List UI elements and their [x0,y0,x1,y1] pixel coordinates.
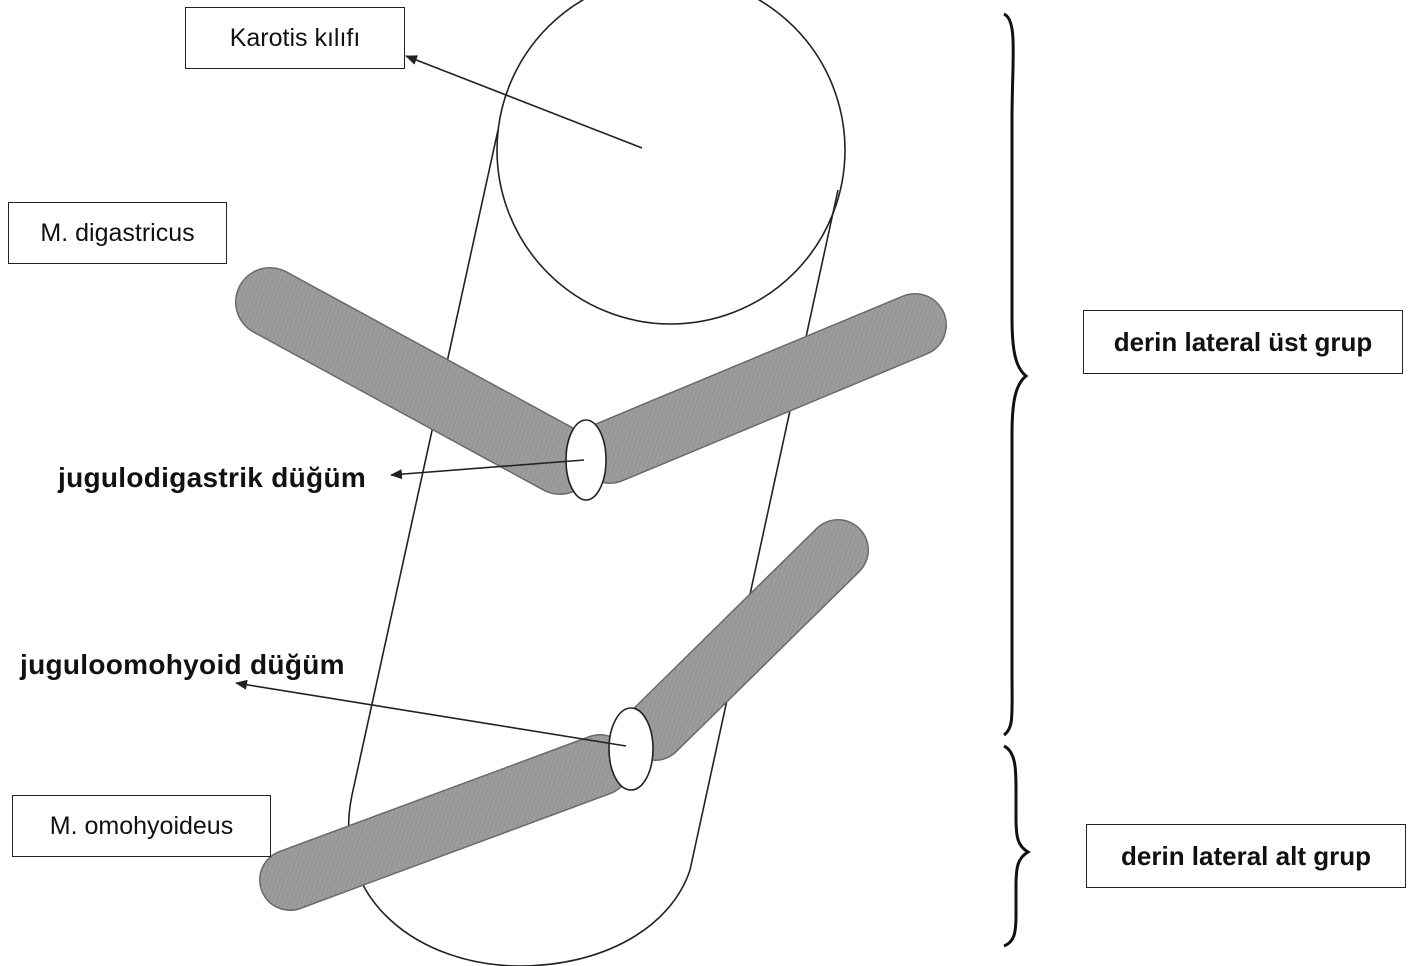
jugulodigastric-node [565,419,607,501]
juguloomohyoid-node [608,707,654,791]
sheath-left-edge [351,129,499,796]
lower-group-label: derin lateral alt grup [1121,840,1371,871]
juguloomohyoid-label: juguloomohyoid düğüm [20,649,345,680]
omohyoideus-superior-belly-fill [625,520,868,760]
upper-group-label-box: derin lateral üst grup [1083,310,1403,374]
karotis-label: Karotis kılıfı [229,23,361,52]
karotis-label-box: Karotis kılıfı [185,7,405,69]
lower-group-label-box: derin lateral alt grup [1086,824,1406,888]
digastricus-anterior-belly-fill [579,294,946,483]
omohyoideus-label-box: M. omohyoideus [12,795,271,857]
karotis-arrow [405,55,643,149]
digastricus-posterior-belly-fill [236,268,594,494]
omohyoideus-muscle [259,519,869,911]
juguloomohyoid-arrow [235,679,627,747]
upper-group-label: derin lateral üst grup [1113,326,1373,357]
digastricus-muscle [235,267,947,495]
lower-group-brace [1003,744,1031,948]
jugulodigastrik-label: jugulodigastrik düğüm [58,462,367,493]
omohyoideus-label: M. omohyoideus [49,811,234,840]
jugulodigastrik-arrow [390,459,585,480]
digastricus-label-box: M. digastricus [8,202,227,264]
digastricus-label: M. digastricus [40,218,195,247]
upper-group-brace [1003,12,1029,737]
sheath-top-ellipse [496,0,846,325]
omohyoideus-inferior-belly-fill [260,735,630,910]
sheath-right-edge [689,189,839,871]
